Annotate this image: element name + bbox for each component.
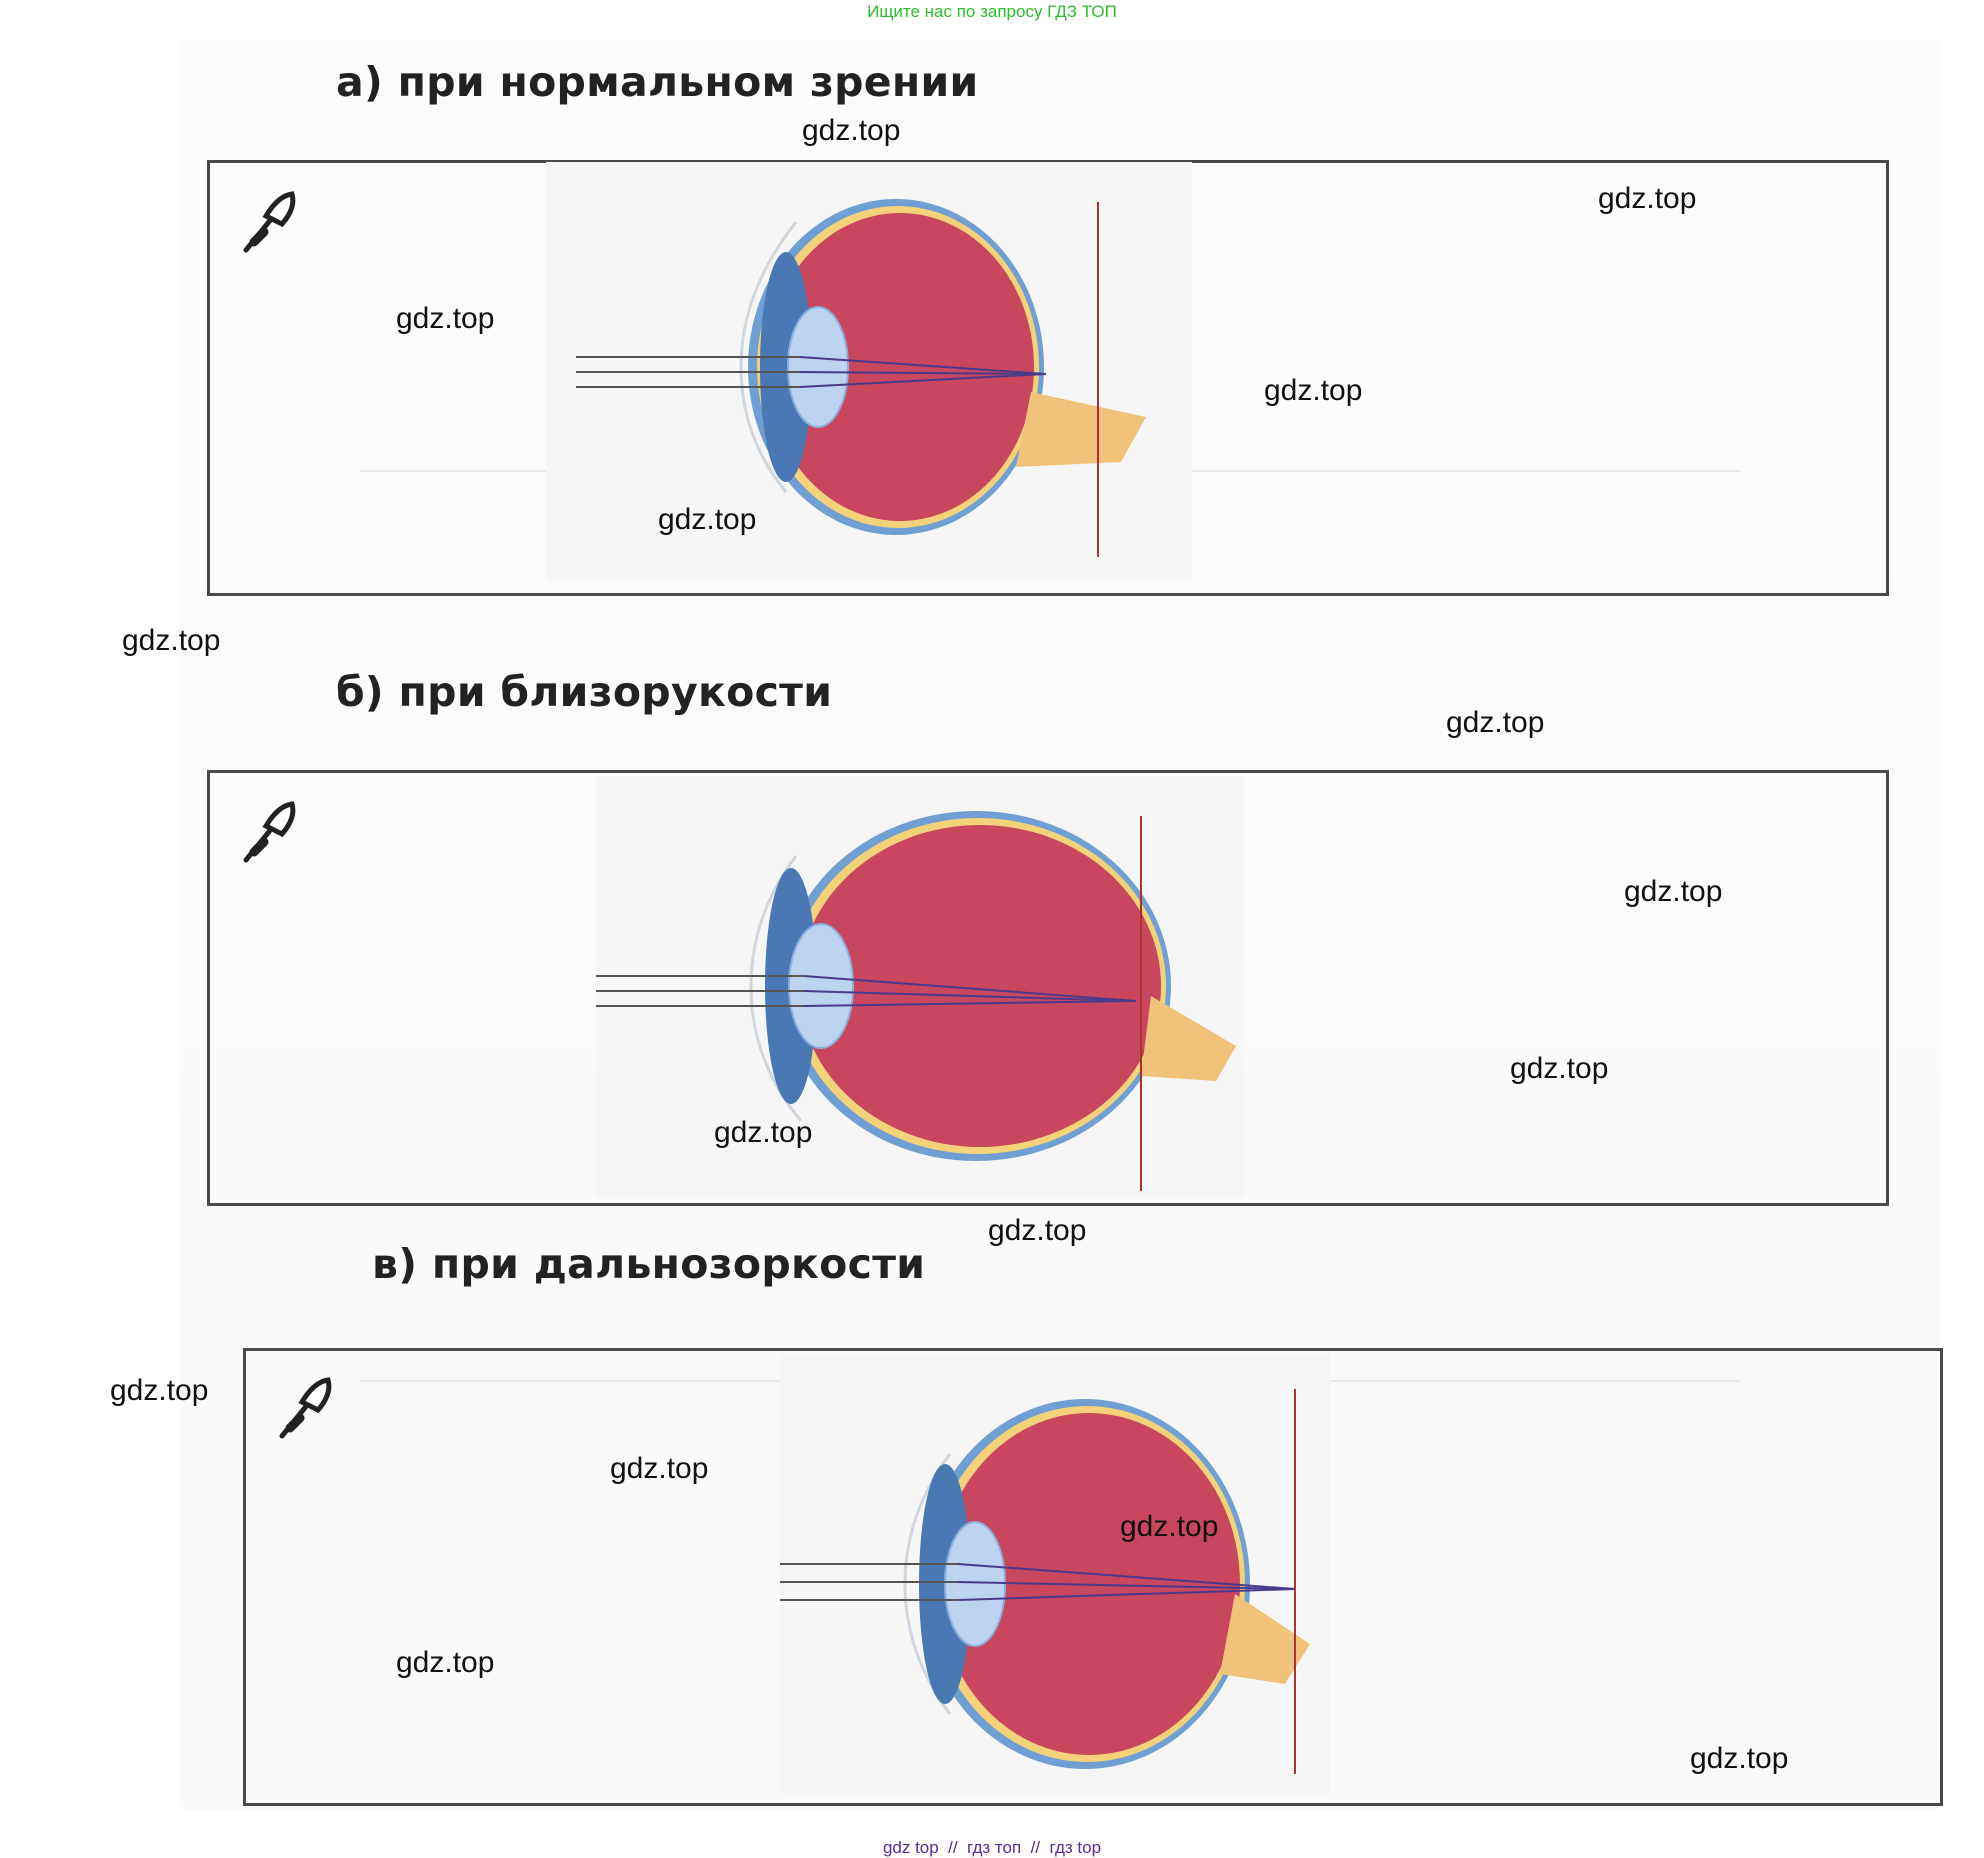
pencil-brush-icon	[243, 801, 296, 863]
watermark: gdz.top	[658, 503, 757, 536]
watermark: gdz.top	[1598, 182, 1697, 215]
panel-myopia	[207, 770, 1889, 1206]
eye-diagram-myopia	[596, 776, 1244, 1196]
eye-diagram-hyperopia	[780, 1354, 1330, 1794]
pencil-brush-icon	[279, 1377, 332, 1439]
watermark: gdz.top	[802, 114, 901, 147]
watermark: gdz.top	[110, 1374, 209, 1407]
watermark: gdz.top	[1264, 374, 1363, 407]
eye-diagram-normal	[546, 162, 1192, 580]
watermark: gdz.top	[1510, 1052, 1609, 1085]
heading-hyperopia: в) при дальнозоркости	[372, 1240, 926, 1288]
panel-hyperopia	[243, 1348, 1943, 1806]
watermark: gdz.top	[1624, 875, 1723, 908]
pencil-brush-icon	[243, 191, 296, 253]
watermark: gdz.top	[122, 624, 221, 657]
heading-myopia: б) при близорукости	[336, 668, 833, 716]
watermark: gdz.top	[714, 1116, 813, 1149]
heading-normal-vision: а) при нормальном зрении	[336, 58, 979, 106]
watermark: gdz.top	[1690, 1742, 1789, 1775]
bottom-banner[interactable]: gdz top // гдз топ // гдз top	[882, 1838, 1102, 1857]
watermark: gdz.top	[1446, 706, 1545, 739]
panel-normal-vision	[207, 160, 1889, 596]
watermark: gdz.top	[610, 1452, 709, 1485]
watermark: gdz.top	[396, 1646, 495, 1679]
watermark: gdz.top	[396, 302, 495, 335]
watermark: gdz.top	[1120, 1510, 1219, 1543]
top-banner[interactable]: Ищите нас по запросу ГДЗ ТОП	[867, 2, 1117, 21]
watermark: gdz.top	[988, 1214, 1087, 1247]
